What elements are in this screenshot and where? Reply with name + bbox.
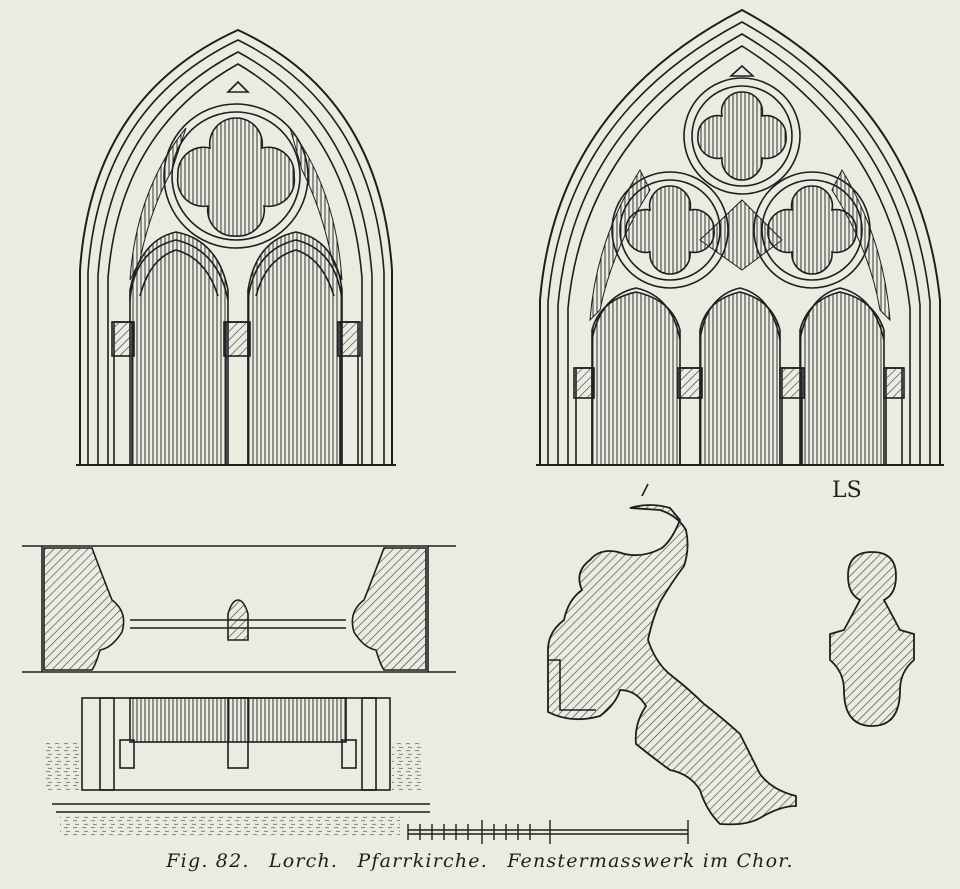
monogram: LS <box>832 478 862 503</box>
left-window-elevation <box>76 28 396 466</box>
right-window-elevation <box>536 8 944 466</box>
plan-section <box>22 545 456 673</box>
base-elevation <box>44 697 430 836</box>
mullion-profile-large <box>547 483 797 826</box>
mullion-profile-small <box>829 551 915 727</box>
caption-subject: Fenstermasswerk im Chor. <box>507 850 794 872</box>
scale-bar <box>407 820 689 844</box>
caption-building: Pfarrkirche. <box>357 850 488 872</box>
caption-place: Lorch. <box>268 850 339 872</box>
figure-caption: Fig. 82. Lorch. Pfarrkirche. Fenstermass… <box>0 850 960 872</box>
caption-figure: Fig. 82. <box>166 850 250 872</box>
